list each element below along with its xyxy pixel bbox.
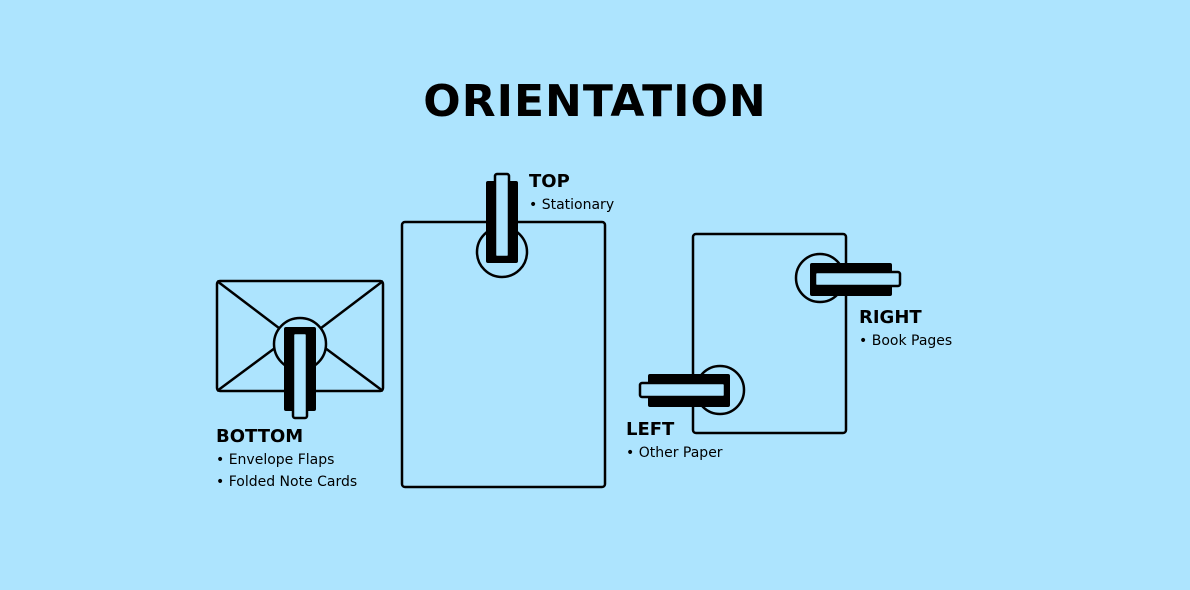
bottom-clip [272, 316, 328, 420]
left-item: • Other Paper [626, 445, 723, 461]
top-label: TOP [529, 171, 570, 192]
bottom-item: • Envelope Flaps [216, 452, 335, 468]
book-sheet [691, 232, 848, 435]
envelope-fold-right [316, 340, 384, 393]
left-label: LEFT [626, 419, 675, 440]
page-title: ORIENTATION [423, 76, 767, 127]
bottom-label: BOTTOM [216, 426, 304, 447]
top-clip-tab [493, 172, 511, 259]
top-item: • Stationary [529, 197, 615, 213]
top-clip [475, 172, 529, 279]
left-clip-tab [638, 381, 727, 399]
envelope-fold-left [216, 340, 284, 393]
right-clip-tab [813, 270, 902, 288]
bottom-item: • Folded Note Cards [216, 474, 358, 490]
right-item: • Book Pages [859, 333, 953, 349]
right-label: RIGHT [859, 307, 922, 328]
left-clip [638, 364, 746, 416]
bottom-clip-tab [291, 331, 309, 420]
right-clip [794, 252, 902, 304]
